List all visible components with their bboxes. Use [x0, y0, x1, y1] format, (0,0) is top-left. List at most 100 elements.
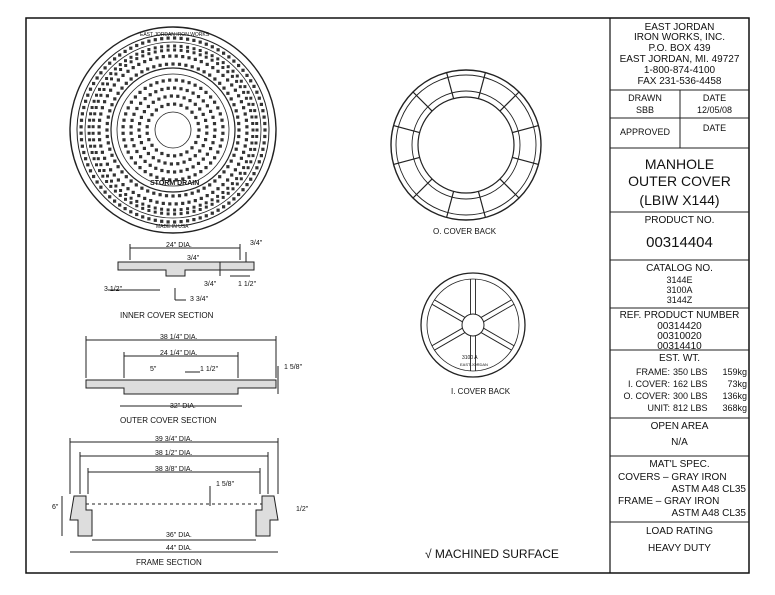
cover-pattern-dot [133, 161, 137, 165]
cover-pattern-dot [88, 138, 92, 142]
cover-pattern-dot [221, 73, 225, 77]
cover-pattern-dot [113, 189, 117, 193]
cover-pattern-dot [209, 147, 213, 151]
cover-pattern-dot [140, 186, 144, 190]
cover-pattern-dot [251, 122, 255, 125]
cover-pattern-dot [166, 208, 170, 212]
weight-kg-4: 368kg [722, 403, 747, 413]
cover-pattern-dot [143, 97, 147, 101]
cover-pattern-dot [261, 109, 265, 113]
inner-cover-back [420, 272, 526, 378]
cover-pattern-dot [129, 210, 133, 214]
cover-pattern-dot [146, 189, 150, 193]
cover-pattern-dot [106, 115, 110, 119]
cover-pattern-dot [153, 50, 157, 54]
cover-pattern-dot [163, 161, 167, 165]
cover-pattern-dot [173, 208, 177, 212]
cover-pattern-dot [243, 171, 247, 175]
cover-pattern-dot [99, 163, 103, 167]
cover-pattern-dot [245, 183, 249, 187]
cover-pattern-dot [255, 90, 259, 94]
cover-pattern-dot [196, 121, 200, 126]
cover-pattern-dot [93, 144, 97, 148]
inner-back-caption: I. COVER BACK [451, 387, 511, 396]
cover-pattern-dot [161, 55, 165, 59]
cover-pattern-dot [242, 166, 246, 170]
cover-pattern-dot [173, 102, 177, 106]
cover-pattern-dot [221, 66, 225, 69]
cover-pattern-dot [181, 201, 185, 205]
cover-pattern-dot [193, 199, 197, 203]
inner-cover-section [108, 244, 255, 301]
outer-back-caption: O. COVER BACK [433, 227, 497, 236]
cover-pattern-dot [205, 152, 209, 156]
cover-pattern-dot [166, 212, 170, 216]
cover-pattern-dot [145, 131, 149, 135]
spec-label: MAT'L SPEC. [649, 459, 710, 470]
cover-pattern-dot [96, 99, 100, 103]
cover-pattern-dot [166, 153, 170, 158]
cover-pattern-dot [79, 118, 84, 122]
cover-pattern-dot [176, 94, 180, 98]
cover-pattern-dot [210, 211, 214, 215]
cover-pattern-dot [190, 65, 194, 69]
cover-pattern-dot [143, 86, 147, 90]
cover-pattern [79, 36, 267, 224]
cover-pattern-dot [99, 144, 103, 148]
cover-pattern-dot [116, 91, 120, 95]
cover-pattern-dot [108, 61, 112, 65]
cover-pattern-dot [95, 180, 99, 184]
cover-pattern-dot [168, 202, 172, 206]
outer-cover-plan [69, 26, 277, 234]
cover-pattern-dot [191, 91, 195, 95]
cover-pattern-dot [255, 122, 259, 125]
cover-pattern-dot [205, 104, 209, 108]
cover-pattern-dot [166, 220, 170, 224]
cover-pattern-dot [118, 193, 122, 197]
cover-pattern-dot [187, 200, 191, 204]
date-value: 12/05/08 [696, 105, 733, 115]
company-name-line1: EAST JORDAN [644, 22, 715, 33]
cover-pattern-dot [166, 170, 170, 174]
cover-pattern-dot [226, 65, 230, 69]
cover-pattern-dot [208, 73, 212, 77]
cover-pattern-dot [193, 57, 197, 61]
cover-pattern-dot [147, 39, 151, 43]
cover-pattern-dot [249, 147, 253, 151]
cover-pattern-dot [103, 66, 107, 70]
cover-pattern-dot [95, 76, 99, 80]
cover-pattern-dot [201, 144, 205, 148]
cover-pattern-dot [89, 112, 93, 116]
cover-pattern-dot [262, 115, 266, 119]
cover-pattern-dot [80, 144, 84, 148]
weight-kg-3: 136kg [722, 391, 747, 401]
cover-pattern-dot [196, 161, 201, 165]
cover-pattern-dot [186, 211, 190, 215]
outer-cover-ribs [393, 72, 539, 218]
cover-pattern-dot [232, 153, 236, 157]
cover-pattern-dot [174, 178, 178, 182]
cover-pattern-dot [135, 57, 139, 61]
dim-frame-dia1: 39 3/4" DIA. [155, 436, 193, 443]
cover-pattern-dot [164, 62, 169, 66]
weight-part-2: I. COVER: [627, 379, 670, 389]
cover-pattern-dot [105, 121, 109, 126]
cover-pattern-dot [149, 57, 153, 61]
cover-pattern-dot [221, 131, 225, 135]
cover-pattern-dot [160, 37, 164, 41]
cover-pattern-dot [147, 209, 151, 212]
cover-pattern-dot [221, 125, 225, 129]
cover-pattern-dot [129, 156, 133, 160]
cover-pattern-dot [188, 157, 192, 161]
open-area-label: OPEN AREA [650, 421, 709, 432]
drawn-value: SBB [635, 105, 654, 115]
cover-pattern-dot [110, 77, 113, 81]
cover-pattern-dot [86, 163, 90, 167]
inner-cover-rib [434, 332, 465, 351]
cover-pattern-dot [251, 154, 255, 158]
cover-pattern-dot [230, 182, 234, 186]
cover-pattern-dot [197, 128, 201, 132]
cover-pattern-dot [251, 102, 255, 106]
cover-pattern-dot [166, 86, 170, 90]
inner-cover-rib [483, 303, 515, 323]
